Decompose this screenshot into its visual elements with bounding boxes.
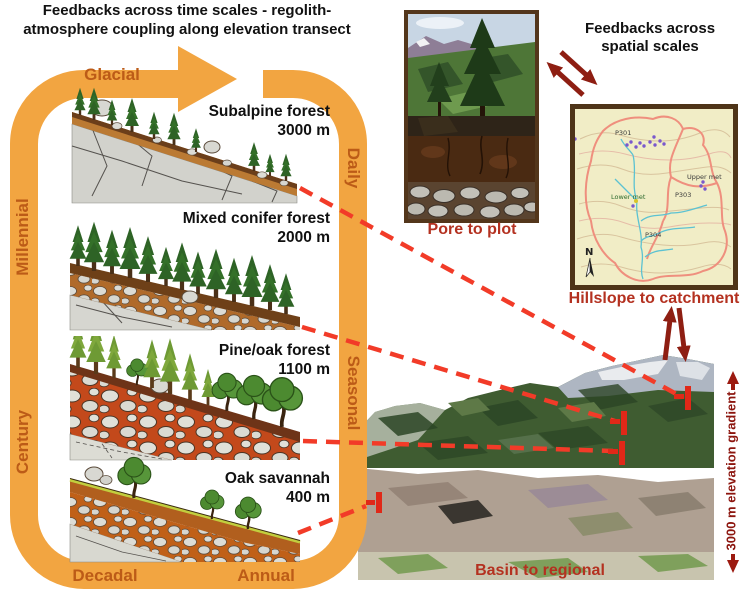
panel-caption-oak-savannah: Oak savannah 400 m	[140, 469, 330, 507]
panel-elevation: 400 m	[286, 489, 330, 506]
cycle-label-seasonal: Seasonal	[344, 355, 363, 431]
map-label-upper-met: Upper met	[687, 173, 722, 181]
panel-name: Mixed conifer forest	[182, 210, 330, 227]
feedback-arrows-pore-map-icon	[546, 50, 598, 97]
hillslope-to-catchment-caption: Hillslope to catchment	[568, 290, 740, 307]
map-label-p304: P304	[645, 231, 661, 239]
panel-elevation: 3000 m	[277, 122, 330, 139]
panel-elevation: 1100 m	[278, 361, 330, 378]
panel-pine-oak-forest	[69, 336, 305, 461]
panel-oak-savannah	[69, 456, 301, 563]
cycle-label-glacial: Glacial	[84, 65, 140, 84]
panel-caption-pine-oak: Pine/oak forest 1100 m	[140, 341, 330, 379]
panel-elevation: 2000 m	[277, 229, 330, 246]
spatial-scales-title: Feedbacks across spatial scales	[568, 20, 732, 56]
map-label-lower-met: Lower met	[611, 193, 646, 201]
basin-to-regional-caption: Basin to regional	[475, 562, 605, 579]
panel-caption-mixed-conifer: Mixed conifer forest 2000 m	[140, 209, 330, 247]
panel-caption-subalpine: Subalpine forest 3000 m	[140, 102, 330, 140]
spatial-title-line-1: Feedbacks across	[584, 20, 716, 37]
cycle-label-daily: Daily	[344, 147, 363, 189]
time-cycle-loop	[9, 46, 367, 589]
cycle-label-century: Century	[13, 409, 32, 475]
title-line-2: atmosphere coupling along elevation tran…	[23, 20, 351, 38]
pore-to-plot-image	[404, 10, 539, 223]
cycle-label-millennial: Millennial	[13, 198, 32, 276]
panel-subalpine-forest	[71, 87, 298, 204]
spatial-title-line-2: spatial scales	[601, 38, 699, 55]
panel-name: Pine/oak forest	[218, 342, 330, 359]
title-line-1: Feedbacks across time scales - regolith-	[42, 2, 332, 19]
map-north-label: N	[585, 247, 593, 258]
cycle-label-annual: Annual	[237, 566, 295, 585]
panel-mixed-conifer-forest	[69, 221, 300, 331]
time-scales-title: Feedbacks across time scales - regolith-…	[12, 2, 362, 39]
cycle-label-decadal: Decadal	[72, 566, 138, 585]
elevation-gradient-label: 3000 m elevation gradient	[723, 391, 739, 551]
catchment-map-image: P301 Upper met P303 Lower met P304 N	[570, 104, 738, 290]
map-label-p301: P301	[615, 129, 631, 137]
panel-name: Subalpine forest	[208, 103, 330, 120]
compass-icon	[585, 257, 594, 278]
map-label-p303: P303	[675, 191, 691, 199]
pore-to-plot-caption: Pore to plot	[427, 221, 517, 238]
cycle-arrowhead-icon	[178, 46, 237, 112]
panel-name: Oak savannah	[224, 470, 330, 487]
basin-photo-image	[358, 355, 714, 580]
